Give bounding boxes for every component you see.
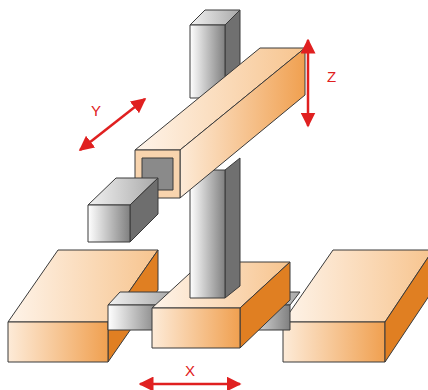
- z-arrow: [307, 40, 310, 126]
- x-arrow: [140, 383, 240, 386]
- axis-label: Z: [327, 69, 336, 84]
- axis-label: Y: [91, 103, 101, 118]
- y-arrow: [80, 99, 145, 150]
- axis-label: X: [185, 363, 195, 378]
